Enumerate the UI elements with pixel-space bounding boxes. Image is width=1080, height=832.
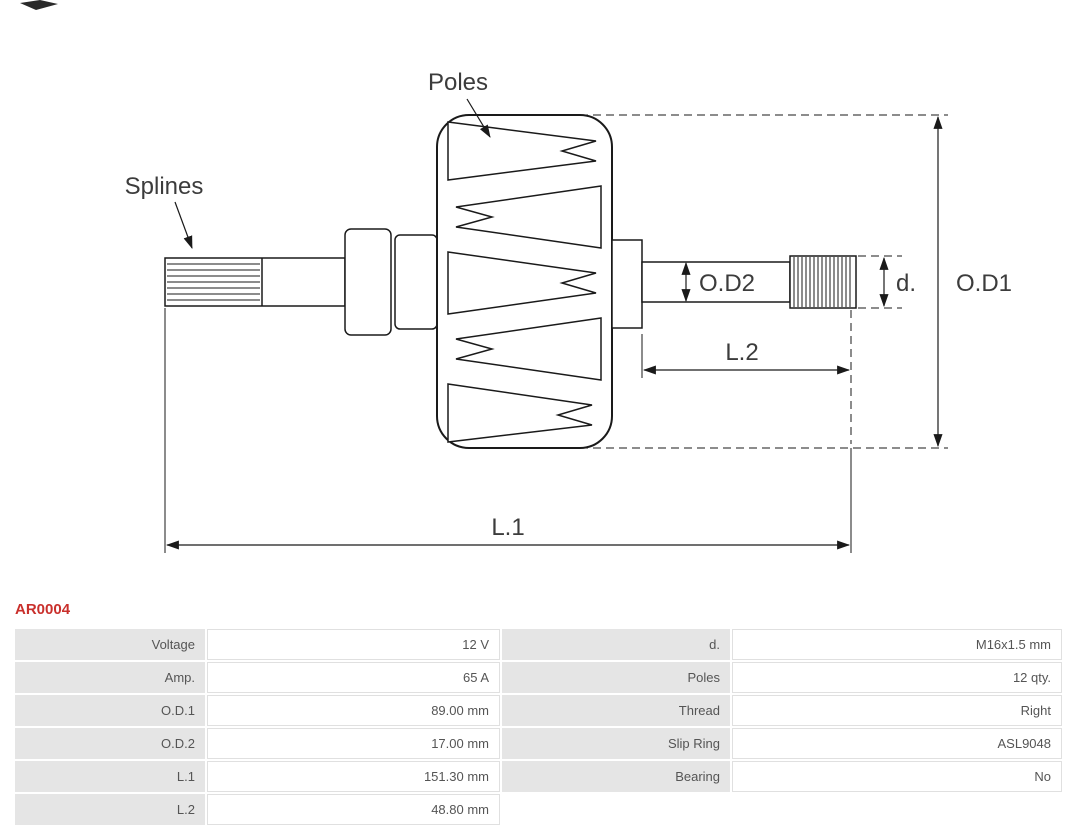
spec-value: No <box>732 761 1062 792</box>
dim-label-l1: L.1 <box>491 514 524 541</box>
spec-label: Slip Ring <box>502 728 730 759</box>
spec-value: ASL9048 <box>732 728 1062 759</box>
dim-label-od2: O.D2 <box>699 270 755 297</box>
spec-row-voltage: Voltage 12 V d. M16x1.5 mm <box>15 629 1062 660</box>
spec-label: Voltage <box>15 629 205 660</box>
spec-value: 12 qty. <box>732 662 1062 693</box>
logo-artifact <box>20 0 58 10</box>
callout-poles: Poles <box>428 69 488 96</box>
spec-value: 151.30 mm <box>207 761 500 792</box>
spec-value: 17.00 mm <box>207 728 500 759</box>
leader-splines <box>174 201 193 250</box>
spec-value: M16x1.5 mm <box>732 629 1062 660</box>
spline-hatch <box>167 263 260 301</box>
rotor-technical-drawing: Poles Splines O.D2 L.2 d. O.D1 L.1 <box>20 0 1012 553</box>
spec-label: Bearing <box>502 761 730 792</box>
spec-label: L.1 <box>15 761 205 792</box>
construction-lines <box>580 114 948 449</box>
spec-label: L.2 <box>15 794 205 825</box>
spec-table: Voltage 12 V d. M16x1.5 mm Amp. 65 A Pol… <box>13 627 1064 827</box>
spec-row-l1: L.1 151.30 mm Bearing No <box>15 761 1062 792</box>
spec-row-od1: O.D.1 89.00 mm Thread Right <box>15 695 1062 726</box>
callout-splines: Splines <box>125 173 204 200</box>
spec-value: 12 V <box>207 629 500 660</box>
collar-rear <box>394 234 438 330</box>
spec-row-amp: Amp. 65 A Poles 12 qty. <box>15 662 1062 693</box>
spec-value: 48.80 mm <box>207 794 500 825</box>
spec-label: O.D.1 <box>15 695 205 726</box>
spec-label: Amp. <box>15 662 205 693</box>
dim-label-d: d. <box>896 270 916 297</box>
claw-poles <box>447 121 602 443</box>
spec-value: 65 A <box>207 662 500 693</box>
spec-row-od2: O.D.2 17.00 mm Slip Ring ASL9048 <box>15 728 1062 759</box>
right-shaft <box>641 261 791 303</box>
collar-front <box>344 228 392 336</box>
spec-label: Thread <box>502 695 730 726</box>
spec-row-l2: L.2 48.80 mm <box>15 794 1062 825</box>
slip-ring-boss <box>611 239 643 329</box>
spec-label: d. <box>502 629 730 660</box>
dim-label-l2: L.2 <box>725 339 758 366</box>
part-number: AR0004 <box>15 601 71 618</box>
spec-value: Right <box>732 695 1062 726</box>
leader-poles <box>466 98 491 138</box>
spec-cell-empty <box>732 794 1062 825</box>
extension-lines <box>164 308 852 553</box>
thread-hatch <box>793 257 851 307</box>
thread-section <box>789 255 857 309</box>
spec-label: Poles <box>502 662 730 693</box>
dim-label-od1: O.D1 <box>956 270 1012 297</box>
spec-value: 89.00 mm <box>207 695 500 726</box>
spec-label: O.D.2 <box>15 728 205 759</box>
spec-cell-empty <box>502 794 730 825</box>
